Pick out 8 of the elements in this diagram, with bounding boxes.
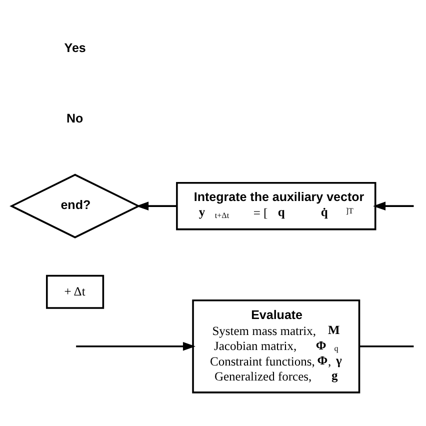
arrow [136,202,177,210]
node-diamond: end? [10,174,141,238]
node-box: + Δt [46,274,104,309]
connector [359,346,414,348]
label: Yes [64,41,86,56]
arrow [372,202,414,210]
arrow [76,342,196,351]
label: No [66,112,84,126]
